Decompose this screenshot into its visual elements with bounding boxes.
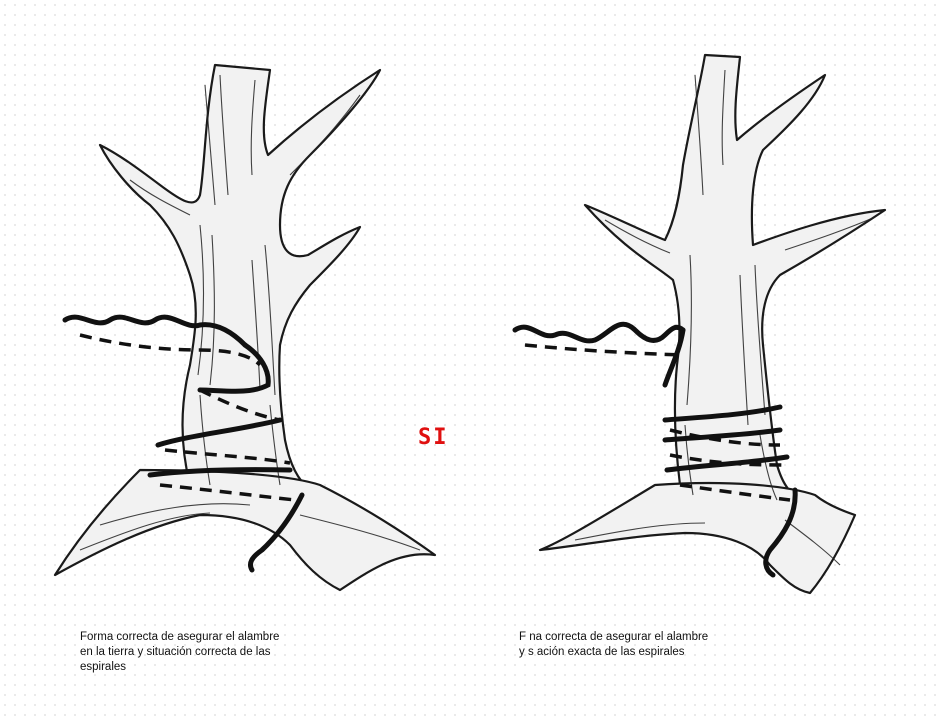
tree-left-illustration bbox=[40, 45, 440, 605]
caption-right: F na correcta de asegurar el alambre y s… bbox=[519, 630, 859, 660]
caption-left: Forma correcta de asegurar el alambre en… bbox=[80, 630, 400, 675]
tree-right-illustration bbox=[495, 45, 915, 605]
si-label: SI bbox=[418, 425, 449, 450]
left-roots bbox=[55, 470, 435, 590]
